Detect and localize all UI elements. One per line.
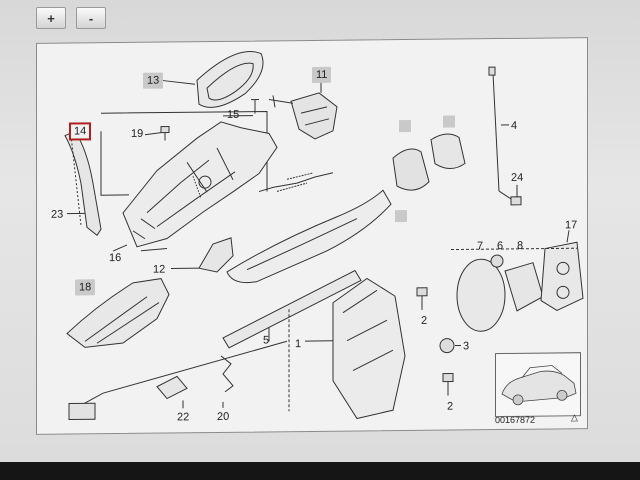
part-gasket-12[interactable]: [198, 237, 234, 273]
callout-2-top[interactable]: 2: [421, 314, 428, 327]
part-lock-mechanism[interactable]: [332, 277, 406, 420]
viewer-screen: + -: [0, 0, 640, 462]
callout-13[interactable]: 13: [143, 72, 164, 89]
part-lever[interactable]: [64, 130, 102, 236]
callout-12[interactable]: 12: [153, 263, 166, 276]
callout-6[interactable]: 6: [497, 239, 504, 253]
callout-7[interactable]: 7: [477, 240, 484, 253]
callout-16[interactable]: 16: [109, 251, 122, 265]
part-seal-strip[interactable]: [222, 269, 362, 349]
callout-17[interactable]: 17: [565, 219, 578, 232]
part-handle-carrier[interactable]: [122, 121, 278, 248]
part-handle-cover[interactable]: [196, 50, 264, 108]
callout-23[interactable]: 23: [51, 208, 64, 221]
zoom-in-button[interactable]: +: [36, 7, 66, 29]
callout-19[interactable]: 19: [131, 127, 144, 140]
callout-1[interactable]: 1: [295, 338, 302, 351]
part-inner-handle[interactable]: [66, 278, 170, 348]
part-striker-17[interactable]: [540, 241, 584, 312]
callout-3[interactable]: 3: [463, 340, 470, 353]
callout-15[interactable]: 15: [227, 108, 240, 121]
part-rod[interactable]: [488, 66, 512, 200]
callout-24[interactable]: 24: [511, 171, 524, 184]
vehicle-thumbnail: [495, 352, 581, 418]
callout-18[interactable]: 18: [75, 279, 96, 296]
part-spring-20[interactable]: [220, 355, 234, 393]
part-screw-3[interactable]: [439, 338, 455, 354]
callout-8[interactable]: 8: [517, 239, 524, 252]
part-clip-24[interactable]: [510, 196, 522, 206]
part-screw-2-top[interactable]: [416, 287, 428, 310]
part-latch-8[interactable]: [504, 262, 544, 312]
monitor-bezel: [0, 462, 640, 480]
part-bolt-6[interactable]: [490, 254, 504, 268]
callout-5[interactable]: 5: [263, 334, 270, 347]
zoom-toolbar: + -: [36, 7, 106, 29]
callout-14[interactable]: 14: [69, 122, 92, 141]
part-screw-19[interactable]: [160, 125, 170, 141]
callout-4[interactable]: 4: [511, 119, 518, 132]
callout-2-bottom[interactable]: 2: [447, 400, 454, 413]
part-screw-15[interactable]: [251, 99, 259, 114]
callout-22[interactable]: 22: [177, 411, 190, 424]
part-number-label: 00167872: [495, 414, 536, 426]
part-screw-2-bottom[interactable]: [442, 373, 454, 396]
parts-diagram: 13 11 14 19 15 4 23 24 16 12 17 7 6 8 18…: [36, 37, 588, 435]
part-cylinder-cap[interactable]: [392, 133, 466, 191]
car-icon: [501, 365, 577, 406]
part-actuator[interactable]: [268, 92, 338, 140]
part-outer-handle[interactable]: [226, 189, 392, 284]
exploded-view-drawing: [64, 50, 584, 421]
callout-11[interactable]: 11: [312, 66, 332, 83]
part-plate-7[interactable]: [456, 258, 506, 332]
part-clip-22[interactable]: [156, 375, 188, 400]
zoom-out-button[interactable]: -: [76, 7, 106, 29]
warning-icon: △: [571, 412, 578, 423]
callout-20[interactable]: 20: [217, 410, 230, 423]
